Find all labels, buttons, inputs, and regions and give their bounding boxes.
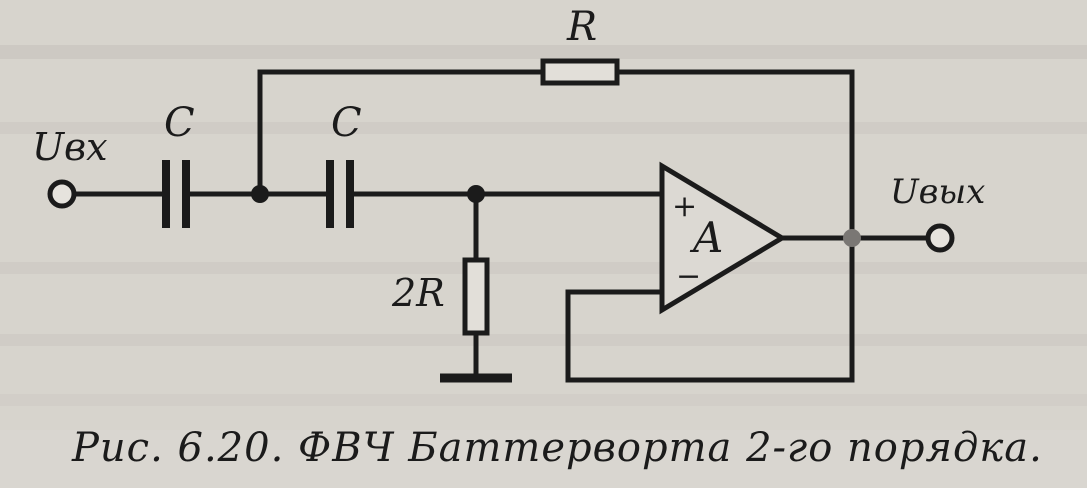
- opamp-triangle: [659, 161, 787, 315]
- junction-dot: [467, 185, 485, 203]
- output-terminal: [925, 223, 955, 253]
- capacitor-c2: [326, 160, 354, 228]
- circuit-diagram: Uвх C C R 2R A + − Uвых: [0, 4, 1087, 383]
- resistor-r: [540, 58, 620, 86]
- resistor-2r: [462, 257, 490, 336]
- resistor-label-r: R: [566, 4, 597, 50]
- wire-feedback-left: [257, 69, 546, 197]
- wire-feedback-right: [614, 69, 855, 241]
- capacitor-c1: [162, 160, 190, 228]
- junction-dot: [251, 185, 269, 203]
- input-terminal: [47, 179, 77, 209]
- figure-caption: Рис. 6.20. ФВЧ Баттерворта 2-го порядка.: [72, 425, 1043, 471]
- junction-dot: [843, 229, 861, 247]
- input-label: Uвх: [32, 125, 108, 169]
- capacitor-label-c2: C: [331, 100, 362, 146]
- wire-negative-feedback: [565, 235, 855, 383]
- opamp-minus-sign: −: [676, 259, 701, 294]
- opamp-label: A: [689, 213, 723, 262]
- output-label: Uвых: [890, 172, 985, 212]
- capacitor-label-c1: C: [164, 100, 195, 146]
- resistor-label-2r: 2R: [391, 271, 445, 315]
- opamp-plus-sign: +: [672, 189, 697, 224]
